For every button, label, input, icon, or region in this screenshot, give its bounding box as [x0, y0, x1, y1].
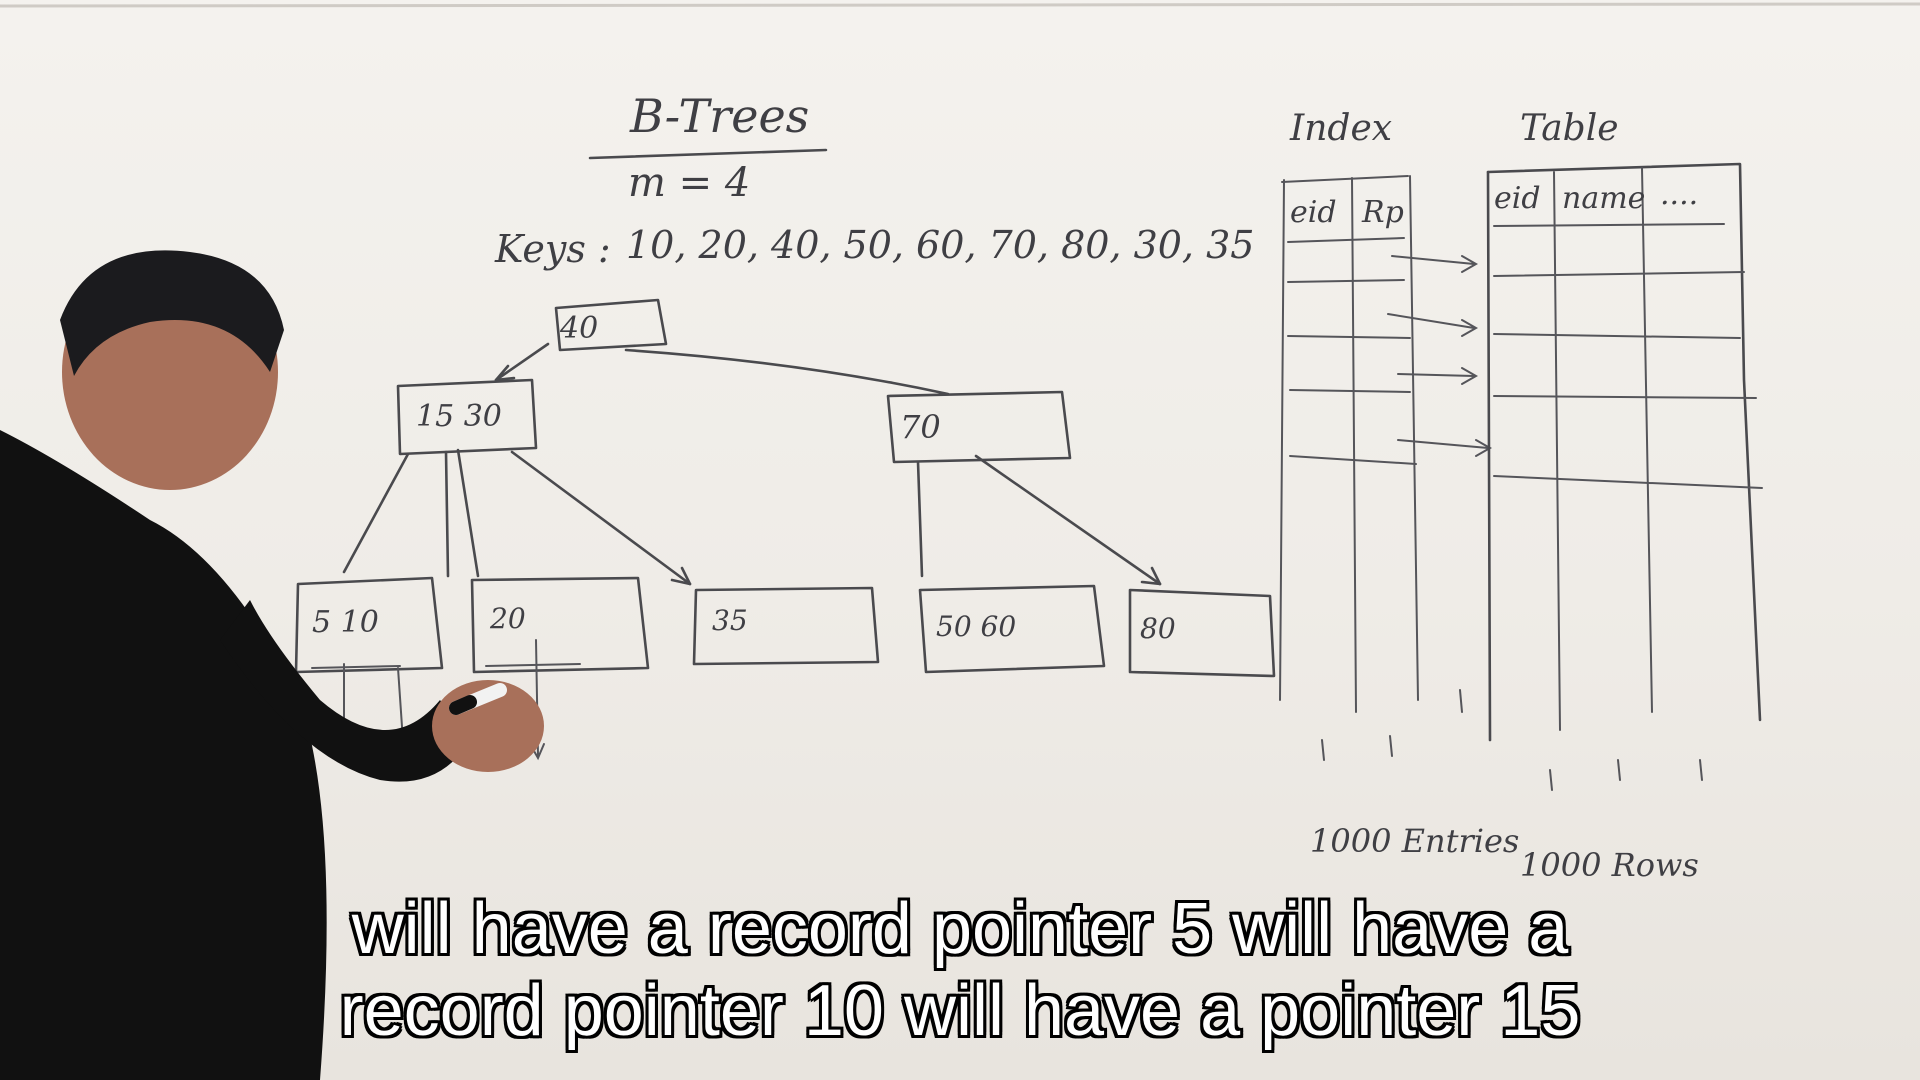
table-heading: Table	[1520, 108, 1619, 149]
table-col-name: name	[1562, 181, 1645, 216]
arrowhead-root-left	[494, 364, 516, 382]
edge-to-leaf-5	[974, 454, 1162, 586]
table-col-more: ....	[1660, 177, 1698, 212]
edge-root-right	[624, 348, 950, 396]
tree-leaf-node-5: 80	[1128, 588, 1276, 678]
subtitle-line-2: record pointer 10 will have a pointer 15	[339, 971, 1581, 1051]
root-key: 40	[559, 311, 598, 346]
edge-to-leaf-2a	[444, 450, 450, 578]
index-col-rp: Rp	[1361, 195, 1404, 230]
title-underline	[588, 148, 828, 160]
board-order: m = 4	[628, 160, 750, 206]
arrowhead-leaf-3	[670, 566, 692, 586]
internal-right-key: 70	[900, 408, 941, 446]
table-grid	[1486, 162, 1763, 791]
svg-text:20: 20	[489, 602, 526, 635]
tree-root-node: 40	[554, 298, 668, 352]
index-heading: Index	[1289, 108, 1392, 149]
presenter-shirt	[0, 430, 327, 1080]
tree-internal-right-node: 70	[886, 390, 1072, 464]
index-col-eid: eid	[1290, 195, 1337, 230]
table-footer: 1000 Rows	[1520, 846, 1699, 884]
arrowhead-leaf-5	[1140, 566, 1162, 586]
internal-left-keys: 15 30	[416, 399, 502, 434]
index-footer: 1000 Entries	[1310, 822, 1519, 860]
edge-to-leaf-3	[510, 450, 692, 586]
svg-text:5 10: 5 10	[312, 605, 379, 640]
table-col-eid: eid	[1494, 181, 1541, 216]
svg-text:35: 35	[712, 604, 748, 637]
subtitle-caption: will have a record pointer 5 will have a…	[0, 888, 1920, 1052]
tree-leaf-node-1: 5 10	[294, 576, 444, 674]
edge-to-leaf-4	[916, 460, 924, 578]
whiteboard-top-edge	[0, 2, 1920, 8]
edge-to-leaf-2b	[456, 448, 480, 578]
edge-root-left	[494, 342, 550, 382]
presenter-figure	[0, 250, 544, 1080]
leaf-2-divider	[485, 663, 581, 667]
tree-leaf-node-4: 50 60	[918, 584, 1106, 674]
index-to-table-arrows	[1387, 255, 1493, 457]
tree-leaf-node-2: 20	[470, 576, 650, 674]
leaf-1-divider	[311, 665, 401, 669]
tree-leaf-node-3: 35	[692, 586, 880, 666]
presenter-hair	[60, 250, 284, 376]
presenter-arm	[220, 600, 470, 782]
svg-text:50 60: 50 60	[936, 610, 1016, 643]
svg-text:80: 80	[1140, 612, 1176, 645]
tree-internal-left-node: 15 30	[396, 378, 538, 456]
subtitle-line-1: will have a record pointer 5 will have a	[351, 889, 1569, 969]
edge-to-leaf-1	[342, 452, 410, 574]
keys-list: 10, 20, 40, 50, 60, 70, 80, 30, 35	[626, 223, 1254, 267]
keys-label: Keys :	[494, 227, 611, 271]
marker-tip	[449, 695, 477, 715]
board-title: B-Trees	[629, 89, 809, 143]
index-grid	[1279, 175, 1463, 761]
